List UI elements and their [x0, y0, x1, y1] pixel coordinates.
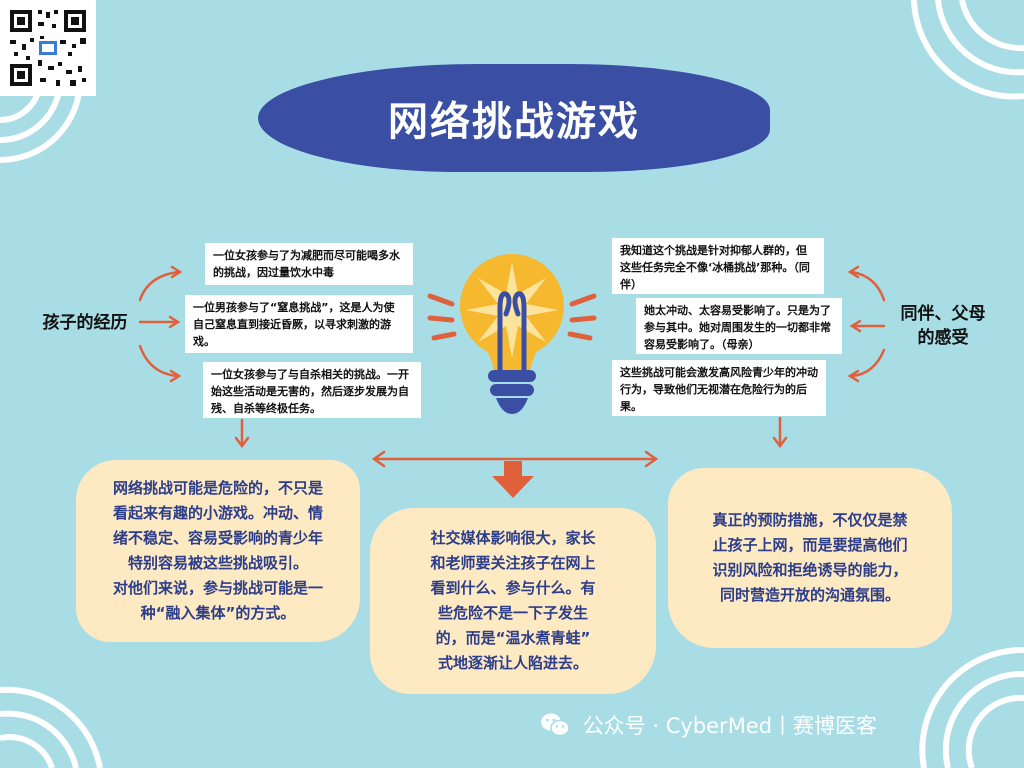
footer-watermark: 公众号 · CyberMed丨赛博医客 — [540, 710, 877, 743]
card-middle: 社交媒体影响很大，家长 和老师要关注孩子在网上 看到什么、参与什么。有 些危险不… — [370, 508, 656, 694]
right-note-2: 她太冲动、太容易受影响了。只是为了参与其中。她对周围发生的一切都非常容易受影响了… — [636, 298, 842, 354]
right-label: 同伴、父母 的感受 — [884, 302, 1002, 350]
right-note-1: 我知道这个挑战是针对抑郁人群的，但这些任务完全不像‘冰桶挑战’那种。（同伴） — [612, 238, 824, 294]
right-note-3: 这些挑战可能会激发高风险青少年的冲动行为，导致他们无视潜在危险行为的后果。 — [612, 360, 826, 416]
left-label: 孩子的经历 — [42, 313, 128, 333]
card-left-line-6: 种“融入集体”的方式。 — [140, 604, 296, 622]
light-bulb-icon — [427, 254, 597, 414]
card-left-line-1: 网络挑战可能是危险的，不只是 — [112, 479, 323, 497]
card-left-line-3: 绪不稳定、容易受影响的青少年 — [112, 529, 323, 547]
swirl-decoration-top-right — [911, 0, 1024, 100]
wechat-icon — [540, 712, 570, 743]
swirl-decoration-bottom-left — [0, 686, 103, 768]
title-banner: 网络挑战游戏 — [258, 64, 770, 172]
card-right-line-1: 真正的预防措施，不仅仅是禁 — [712, 511, 908, 529]
card-middle-line-1: 社交媒体影响很大，家长 — [430, 529, 596, 547]
left-note-3: 一位女孩参与了与自杀相关的挑战。一开始这些活动是无害的，然后逐步发展为自残、自杀… — [203, 362, 421, 418]
right-label-line2: 的感受 — [917, 328, 969, 348]
right-label-line1: 同伴、父母 — [900, 304, 986, 324]
card-right-line-2: 止孩子上网，而是要提高他们 — [712, 536, 908, 554]
qr-code — [0, 0, 96, 96]
card-right: 真正的预防措施，不仅仅是禁 止孩子上网，而是要提高他们 识别风险和拒绝诱导的能力… — [668, 468, 952, 648]
card-right-line-3: 识别风险和拒绝诱导的能力， — [712, 561, 908, 579]
card-left-line-2: 看起来有趣的小游戏。冲动、情 — [112, 504, 323, 522]
swirl-decoration-bottom-right — [919, 646, 1024, 768]
card-middle-line-2: 和老师要关注孩子在网上 — [430, 554, 596, 572]
card-right-line-4: 同时营造开放的沟通氛围。 — [719, 586, 900, 604]
page-title: 网络挑战游戏 — [388, 99, 640, 145]
card-middle-line-4: 些危险不是一下子发生 — [437, 604, 588, 622]
left-note-2: 一位男孩参与了“窒息挑战”，这是人为使自己窒息直到接近昏厥，以寻求刺激的游戏。 — [185, 295, 413, 353]
left-note-1: 一位女孩参与了为减肥而尽可能喝多水的挑战，因过量饮水中毒 — [205, 243, 413, 285]
card-middle-line-3: 看到什么、参与什么。有 — [430, 579, 596, 597]
card-left: 网络挑战可能是危险的，不只是 看起来有趣的小游戏。冲动、情 绪不稳定、容易受影响… — [76, 460, 360, 642]
card-left-line-4: 特别容易被这些挑战吸引。 — [127, 554, 308, 572]
card-middle-line-6: 式地逐渐让人陷进去。 — [437, 654, 588, 672]
card-left-line-5: 对他们来说，参与挑战可能是一 — [112, 579, 323, 597]
footer-text: 公众号 · CyberMed丨赛博医客 — [582, 714, 878, 738]
card-middle-line-5: 的，而是“温水煮青蛙” — [435, 629, 591, 647]
